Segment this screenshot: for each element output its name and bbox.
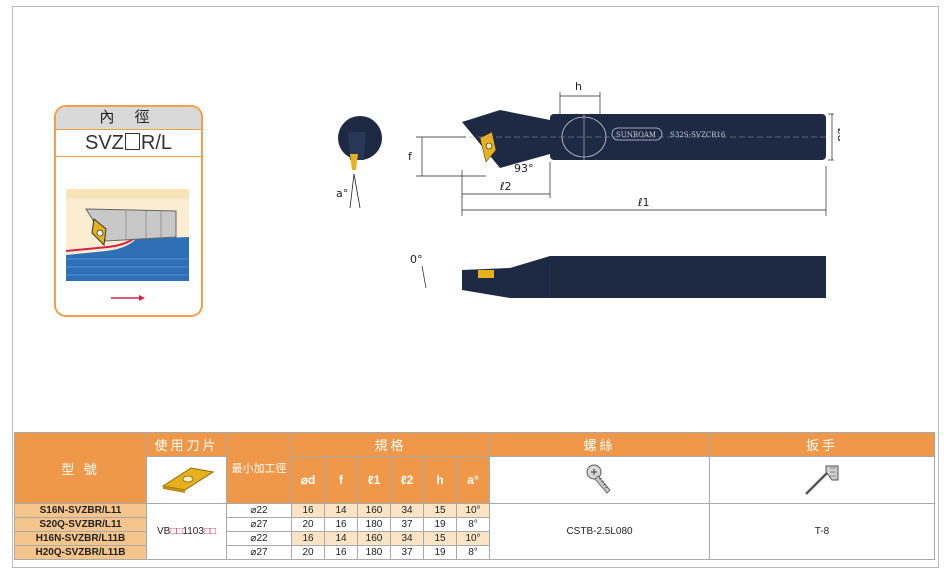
insert-code-cell: VB□□1103□□	[146, 503, 227, 560]
row-l1: 180	[357, 517, 391, 532]
screw-icon	[586, 464, 611, 494]
angle-93-label: 93°	[514, 162, 534, 175]
dim-d-label: ⌀d	[835, 128, 840, 142]
spec-a-header: a°	[455, 456, 491, 504]
col-spec-header: 規格	[290, 432, 491, 457]
angle-a-label: a°	[336, 187, 348, 200]
boring-bar-technical-drawing: a° SUNROAM S32S-SVZCR16 h f ⌀d 93°	[336, 80, 840, 298]
dim-d: ⌀d	[828, 113, 840, 161]
angle-zero-label: 0°	[410, 253, 423, 266]
spec-table: 型 號 使用刀片 最小加工徑 規格 螺絲 扳手 ⌀d f ℓ1 ℓ2 h a°	[14, 432, 936, 560]
row-f: 14	[324, 503, 358, 518]
row-f: 16	[324, 517, 358, 532]
wrench-icon	[805, 465, 839, 495]
model-engraving: S32S-SVZCR16	[670, 131, 726, 139]
row-a: 8°	[455, 517, 491, 532]
screw-code-cell: CSTB-2.5L080	[489, 503, 711, 560]
feed-direction-arrow-icon	[111, 295, 145, 301]
row-min: ⌀22	[226, 503, 292, 518]
row-l2: 37	[390, 517, 424, 532]
row-a: 10°	[455, 531, 491, 546]
card-title: 內 徑	[56, 107, 201, 130]
dim-h-label: h	[575, 80, 582, 93]
row-model: H16N-SVZBR/L11B	[14, 531, 147, 546]
end-view: a°	[336, 116, 382, 209]
row-h: 19	[423, 545, 457, 560]
row-h: 15	[423, 531, 457, 546]
dim-l2: ℓ2	[461, 162, 551, 198]
row-d: 20	[291, 545, 325, 560]
row-d: 20	[291, 517, 325, 532]
dim-f-label: f	[408, 150, 413, 163]
row-min: ⌀22	[226, 531, 292, 546]
insert-code-mid: 1103	[182, 526, 204, 537]
dim-l1-label: ℓ1	[637, 196, 650, 209]
row-min: ⌀27	[226, 517, 292, 532]
spec-d-header: ⌀d	[291, 456, 325, 504]
col-screw-header: 螺絲	[489, 432, 711, 457]
dim-l1: ℓ1	[461, 166, 827, 216]
spec-l2-header: ℓ2	[390, 456, 424, 504]
card-model-suffix: R/L	[140, 132, 173, 154]
row-l1: 180	[357, 545, 391, 560]
row-d: 16	[291, 503, 325, 518]
row-h: 15	[423, 503, 457, 518]
row-d: 16	[291, 531, 325, 546]
row-a: 8°	[455, 545, 491, 560]
row-h: 19	[423, 517, 457, 532]
dim-h: h	[559, 80, 601, 114]
insert-icon	[161, 466, 214, 493]
dim-f: f	[408, 136, 486, 177]
screw-icon-cell	[489, 456, 711, 504]
row-l2: 37	[390, 545, 424, 560]
boring-schematic-card: 內 徑 SVZ R/L	[54, 105, 203, 317]
boring-operation-illustration	[66, 189, 189, 281]
row-f: 14	[324, 531, 358, 546]
row-min: ⌀27	[226, 545, 292, 560]
spec-l1-header: ℓ1	[357, 456, 391, 504]
insert-code-prefix: VB	[156, 526, 171, 537]
wrench-code-cell: T-8	[709, 503, 936, 560]
row-l1: 160	[357, 503, 391, 518]
spec-h-header: h	[423, 456, 457, 504]
card-model-prefix: SVZ	[84, 132, 124, 154]
card-model: SVZ R/L	[56, 130, 201, 157]
row-model: S20Q-SVZBR/L11	[14, 517, 147, 532]
insert-icon-cell	[146, 456, 227, 504]
row-l2: 34	[390, 531, 424, 546]
col-min-header: 最小加工徑	[226, 432, 292, 504]
wrench-icon-cell	[709, 456, 936, 504]
row-a: 10°	[455, 503, 491, 518]
col-model-header: 型 號	[14, 432, 147, 504]
row-model: H20Q-SVZBR/L11B	[14, 545, 147, 560]
spec-f-header: f	[324, 456, 358, 504]
dim-l2-label: ℓ2	[499, 180, 512, 193]
placeholder-box	[124, 133, 140, 150]
row-f: 16	[324, 545, 358, 560]
col-insert-header: 使用刀片	[146, 432, 227, 457]
brand-engraving: SUNROAM	[616, 131, 656, 139]
top-view: SUNROAM S32S-SVZCR16	[460, 110, 830, 168]
row-model: S16N-SVZBR/L11	[14, 503, 147, 518]
row-l1: 160	[357, 531, 391, 546]
side-view: 0°	[410, 253, 826, 298]
col-wrench-header: 扳手	[709, 432, 936, 457]
row-l2: 34	[390, 503, 424, 518]
